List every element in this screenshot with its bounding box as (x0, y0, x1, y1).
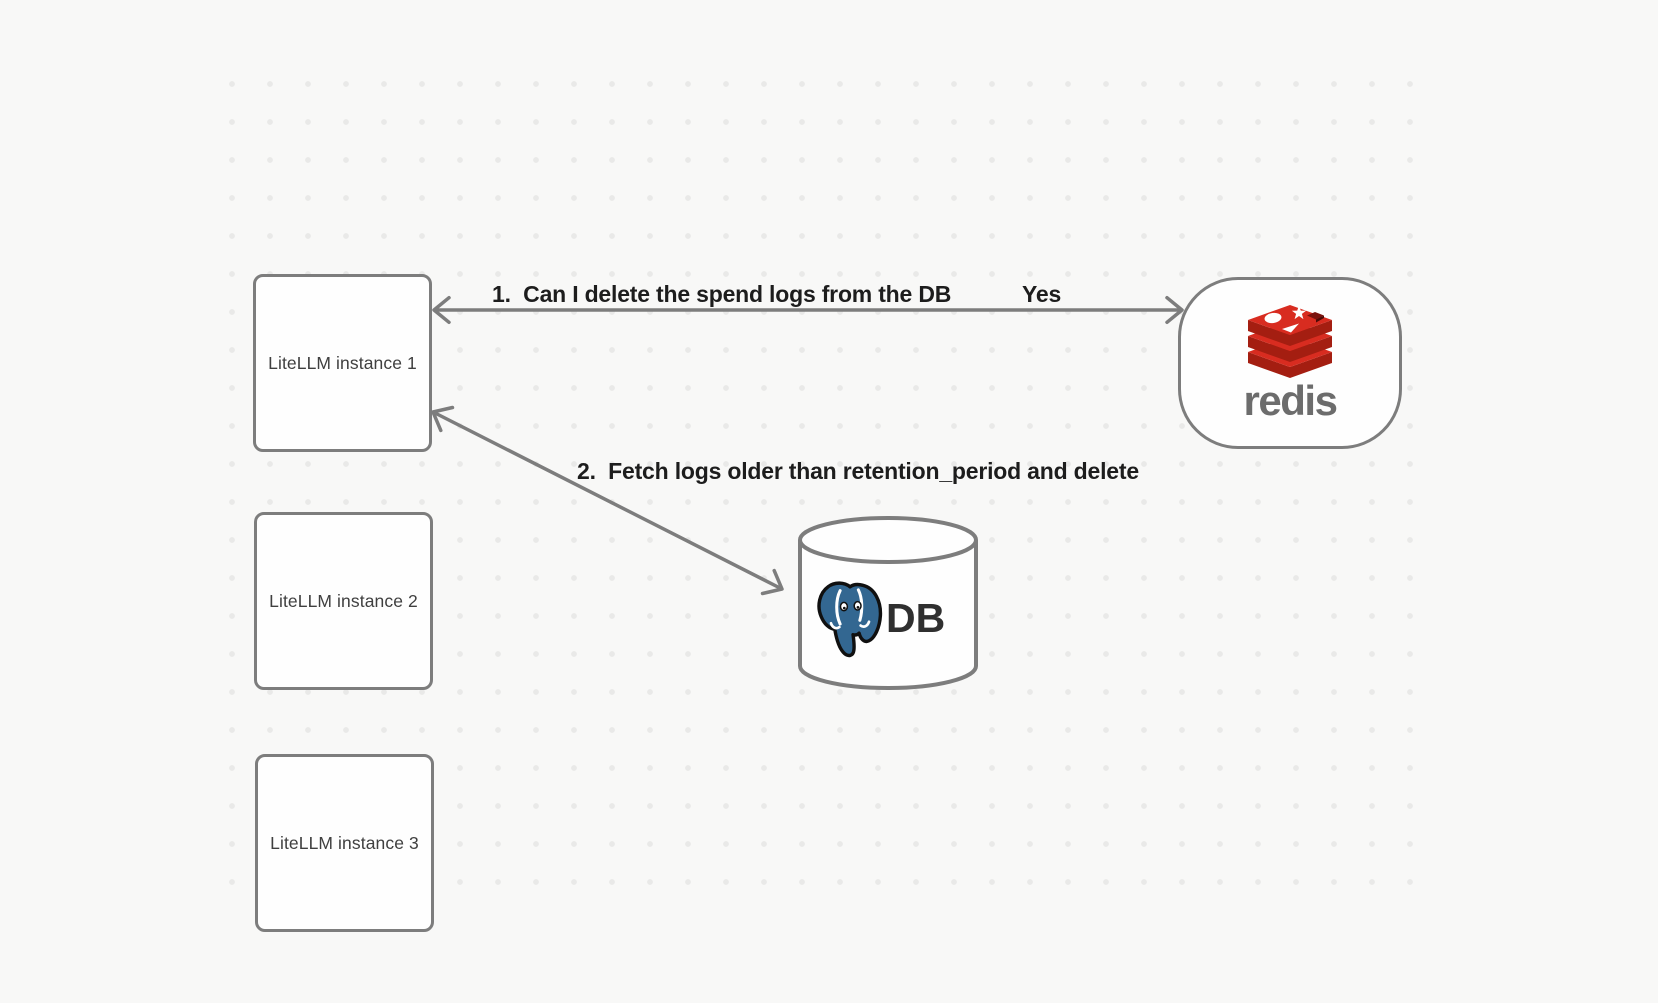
db-label: DB (886, 595, 946, 641)
node-label: LiteLLM instance 3 (270, 832, 419, 853)
arrow-fetch-and-delete[interactable] (431, 405, 784, 596)
node-redis[interactable]: redis (1178, 277, 1402, 449)
node-label: LiteLLM instance 2 (269, 590, 418, 611)
redis-logo-icon (1248, 304, 1332, 378)
redis-circle-shape (1264, 312, 1282, 323)
node-litellm-instance-2[interactable]: LiteLLM instance 2 (254, 512, 433, 690)
node-litellm-instance-3[interactable]: LiteLLM instance 3 (255, 754, 434, 932)
arrow1-response-label[interactable]: Yes (1022, 281, 1062, 307)
redis-wordmark: redis (1243, 376, 1338, 424)
arrow1-label[interactable]: 1. Can I delete the spend logs from the … (492, 281, 952, 307)
redis-star-shape (1291, 305, 1307, 319)
redis-triangle-shape (1282, 323, 1299, 332)
node-database[interactable]: DB (796, 514, 980, 692)
arrow-spend-logs-question[interactable] (432, 295, 1184, 325)
node-label: LiteLLM instance 1 (268, 352, 417, 373)
node-litellm-instance-1[interactable]: LiteLLM instance 1 (253, 274, 432, 452)
arrow2-label[interactable]: 2. Fetch logs older than retention_perio… (577, 458, 1139, 484)
postgres-elephant-icon (817, 581, 883, 658)
